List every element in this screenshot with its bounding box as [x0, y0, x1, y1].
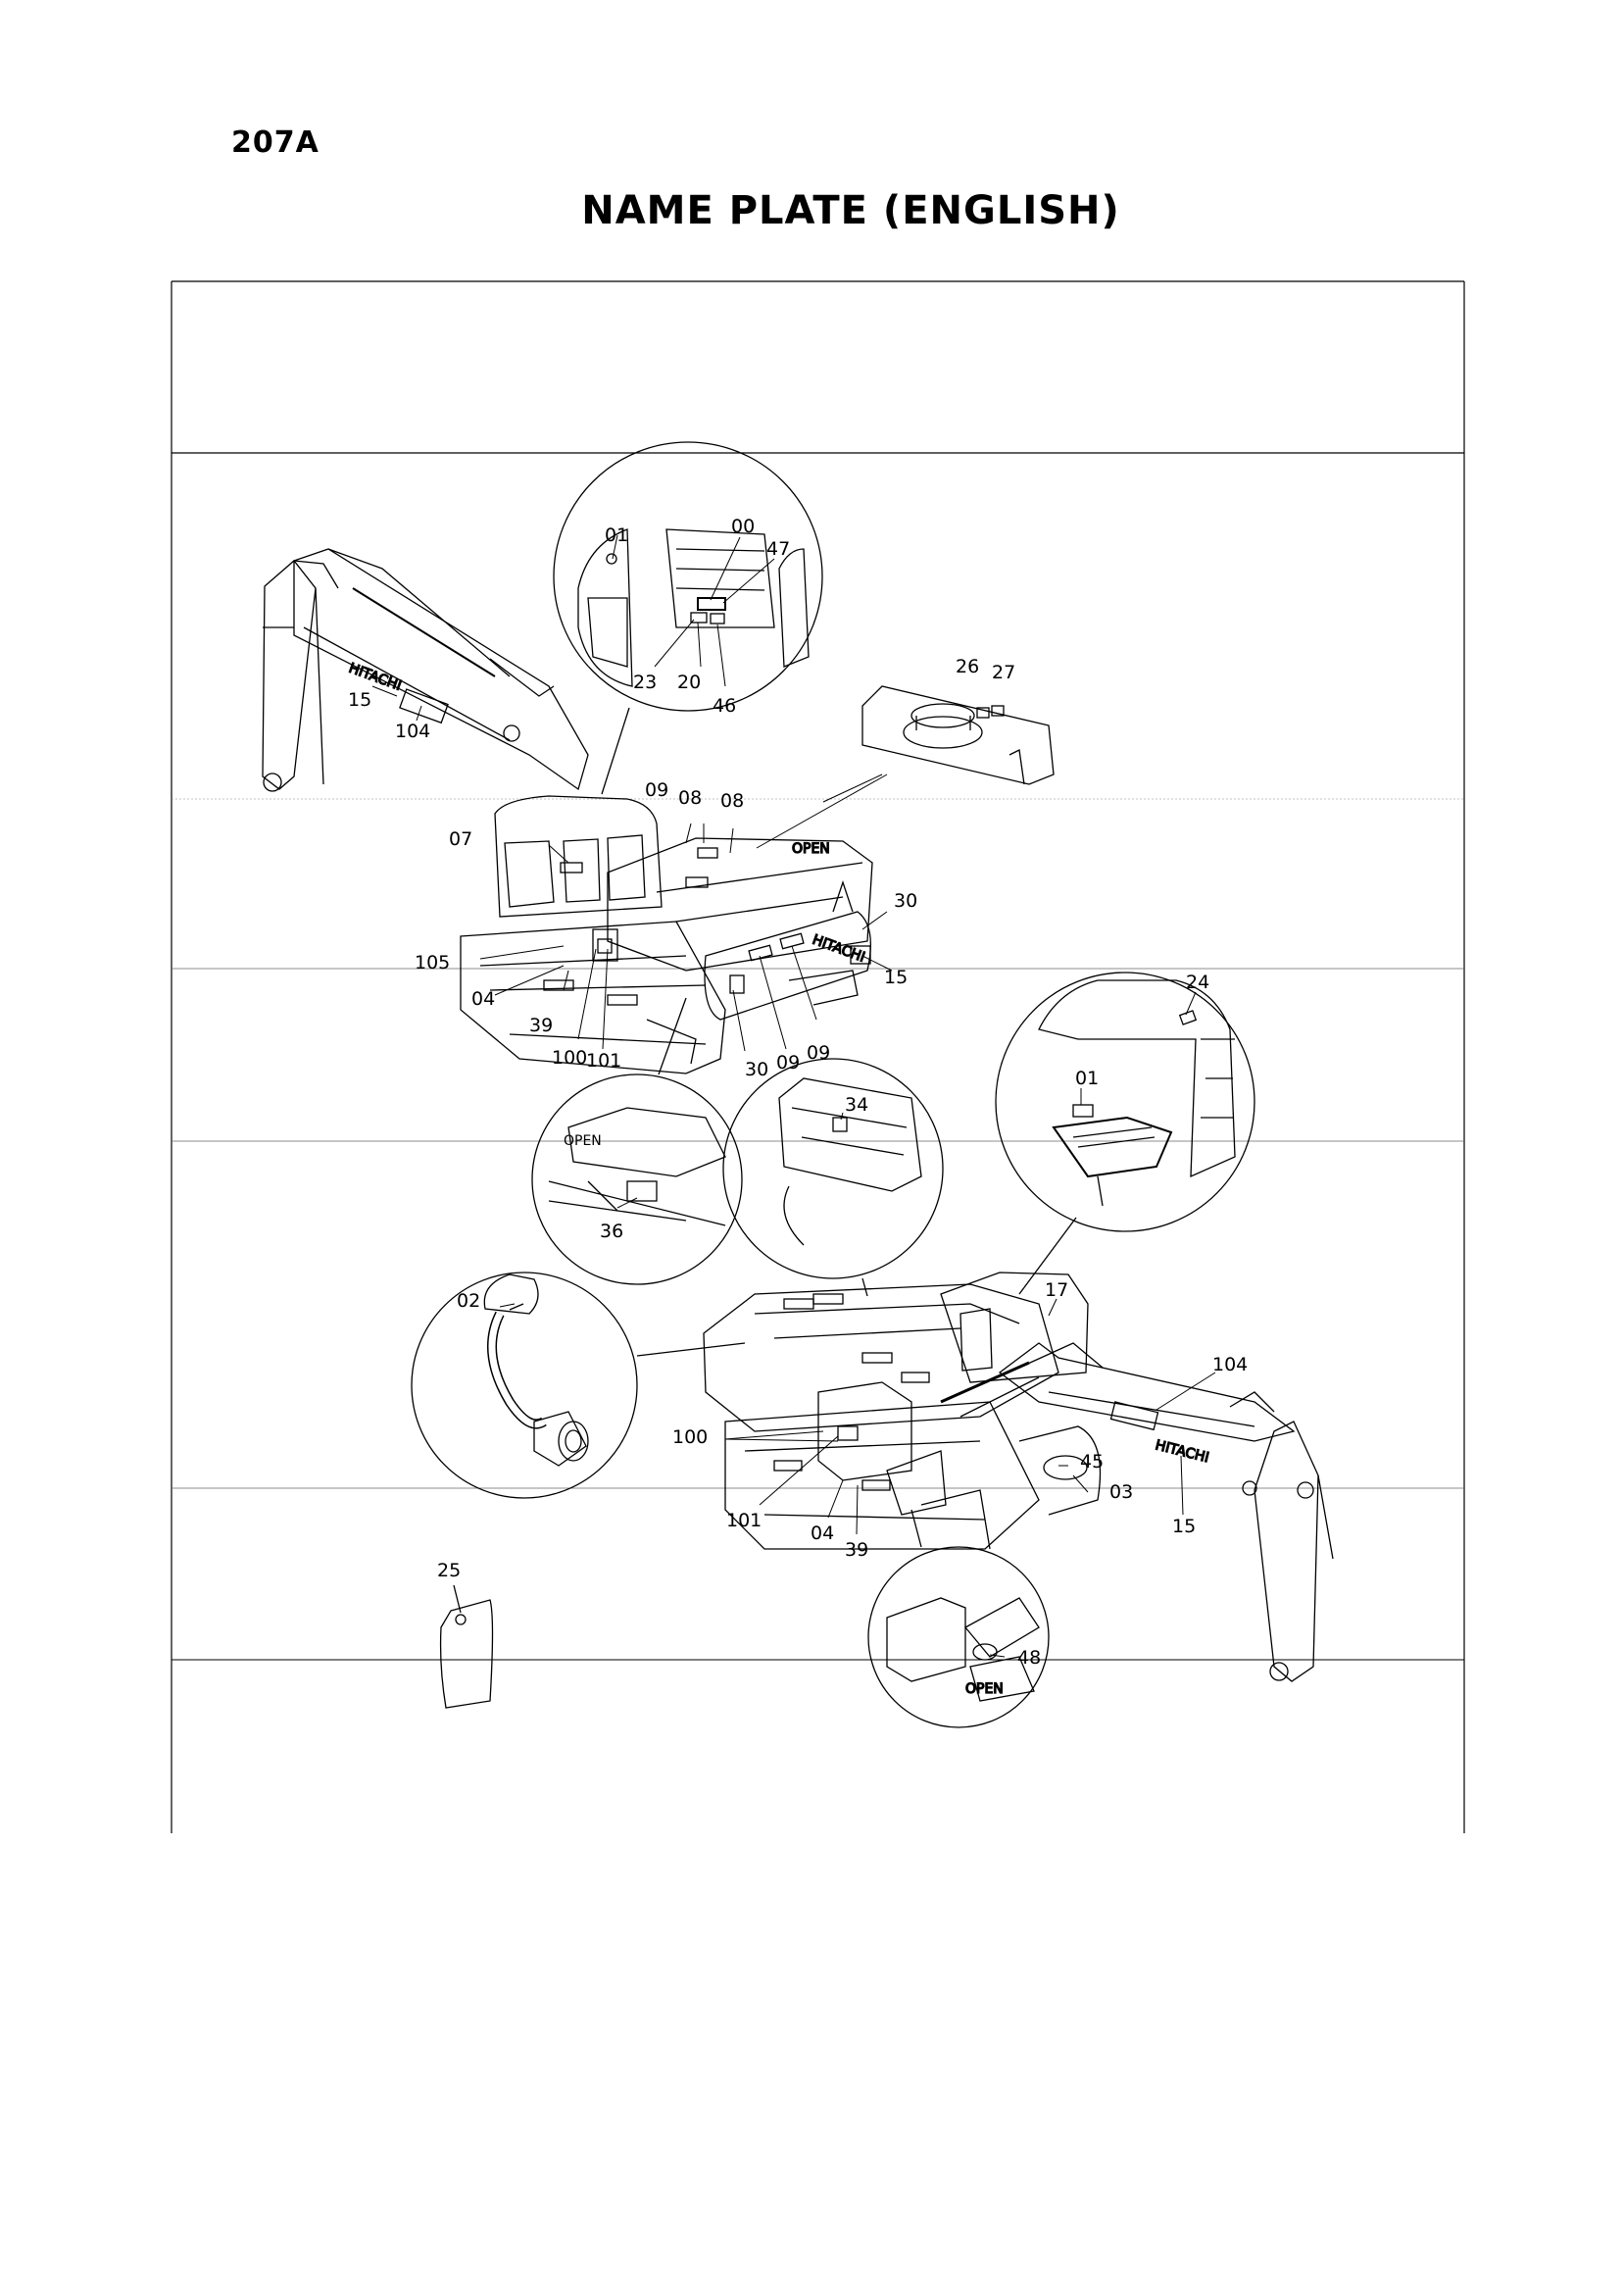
- plate-34: [832, 1117, 848, 1132]
- label-104: 104: [395, 721, 430, 742]
- page-code: 207A: [231, 125, 320, 160]
- label-02: 02: [457, 1290, 480, 1312]
- brand-hitachi-top-counterweight: HITACHI: [811, 932, 867, 966]
- detail-bubble-02: [411, 1272, 746, 1499]
- label-20: 20: [677, 672, 701, 693]
- detail-bubble-tank-cap: [756, 685, 1055, 849]
- detail-bubble-cab-interior-top: [553, 441, 823, 795]
- part-labels: 15 104 01 00 47 23 20 46 26 27 09 08 08 …: [348, 516, 1248, 1669]
- plate-20: [690, 612, 708, 624]
- label-46: 46: [713, 695, 736, 717]
- label-15-bottom: 15: [1172, 1516, 1196, 1537]
- plate-26: [976, 707, 990, 719]
- tag-25: [439, 1584, 494, 1709]
- plate-01-bottom: [1072, 1104, 1094, 1118]
- open-mark-bubble-36: OPEN: [564, 1133, 602, 1149]
- plate-30-cw: [729, 974, 745, 994]
- label-39-bottom: 39: [845, 1539, 868, 1561]
- label-100: 100: [552, 1047, 587, 1069]
- label-01: 01: [605, 524, 628, 546]
- excavator-top-view: HITACHI HITACHI OPEN: [262, 548, 873, 1074]
- leader-lines: [371, 534, 1216, 1658]
- plate-09-cw1: [748, 944, 773, 962]
- open-mark-bubble-48: OPEN: [965, 1681, 1004, 1697]
- plate-46: [710, 613, 725, 624]
- label-30: 30: [894, 890, 917, 912]
- label-101: 101: [586, 1050, 621, 1072]
- table-frame: [171, 280, 1465, 1833]
- label-08-second: 08: [720, 790, 744, 812]
- label-45: 45: [1080, 1451, 1104, 1472]
- excavator-bottom-view: HITACHI: [703, 1272, 1334, 1682]
- detail-bubble-cab-interior-bottom: [995, 972, 1255, 1295]
- label-101-bottom: 101: [726, 1510, 762, 1531]
- label-30-second: 30: [745, 1059, 768, 1080]
- label-24: 24: [1186, 972, 1209, 993]
- label-04-bottom: 04: [811, 1522, 834, 1544]
- label-105: 105: [415, 952, 450, 973]
- detail-bubble-34: [722, 1058, 944, 1297]
- plate-09-cw2: [779, 932, 805, 950]
- plate-00: [697, 597, 726, 611]
- label-39: 39: [529, 1015, 553, 1036]
- detail-bubble-48: OPEN: [867, 1509, 1050, 1728]
- label-47: 47: [766, 538, 790, 560]
- open-mark-top: OPEN: [792, 841, 830, 857]
- plate-08-top: [697, 847, 718, 859]
- plate-36: [626, 1180, 658, 1202]
- plate-07: [560, 862, 583, 873]
- brand-hitachi-bottom-boom: HITACHI: [1154, 1437, 1210, 1466]
- label-03: 03: [1109, 1481, 1133, 1503]
- label-17: 17: [1045, 1279, 1068, 1301]
- plate-24: [1178, 1010, 1198, 1025]
- plate-27: [991, 705, 1005, 717]
- plate-bot-1: [783, 1298, 814, 1310]
- plate-bot-2: [812, 1293, 844, 1305]
- plate-09-top: [685, 876, 709, 888]
- label-01-second: 01: [1075, 1068, 1099, 1089]
- plate-104-top: [399, 688, 449, 724]
- plate-101-bottom: [837, 1425, 859, 1441]
- label-15-counterweight: 15: [884, 967, 908, 988]
- page-title: NAME PLATE (ENGLISH): [581, 188, 1120, 233]
- label-09: 09: [645, 779, 668, 801]
- plate-100-top: [592, 928, 618, 962]
- label-08: 08: [678, 787, 702, 809]
- label-25: 25: [437, 1560, 461, 1581]
- label-09-third: 09: [807, 1042, 830, 1064]
- label-100-bottom: 100: [672, 1426, 708, 1448]
- label-15: 15: [348, 689, 371, 711]
- label-27: 27: [992, 662, 1015, 683]
- label-104-bottom: 104: [1212, 1354, 1248, 1375]
- label-04: 04: [471, 988, 495, 1010]
- label-09-second: 09: [776, 1052, 800, 1073]
- label-00: 00: [731, 516, 755, 537]
- plate-104-bottom: [1109, 1401, 1159, 1431]
- label-23: 23: [633, 672, 657, 693]
- label-34: 34: [845, 1094, 868, 1116]
- plate-bot-3: [861, 1352, 893, 1364]
- label-36: 36: [600, 1221, 623, 1242]
- label-26: 26: [956, 656, 979, 677]
- label-07: 07: [449, 828, 472, 850]
- label-48: 48: [1017, 1647, 1041, 1669]
- detail-bubble-36: [531, 997, 743, 1285]
